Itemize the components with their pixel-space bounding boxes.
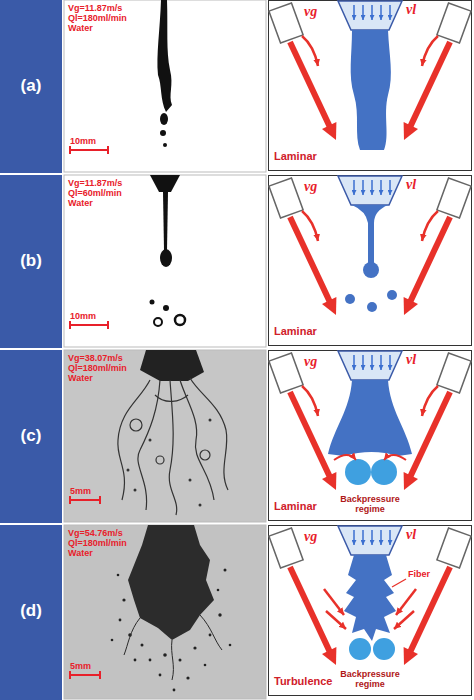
schematic [269,1,472,171]
spray-photo [111,525,232,691]
photo-panel [64,0,266,172]
photo-panel [64,350,266,522]
scale-label: 5mm [70,661,91,672]
condition-label: Vg=38.07m/s [68,353,123,363]
flow-regime: Laminar [272,150,319,163]
condition-label: Vg=54.76m/s [68,528,123,538]
velocity-symbol: vl [406,527,416,542]
photo-panel [64,175,266,347]
row-label: (d) [0,601,62,621]
row-separators [0,174,62,524]
row-label: (b) [0,251,62,271]
condition-label: Water [68,23,93,33]
velocity-symbol: vg [304,529,317,544]
velocity-symbol: vl [406,177,416,192]
velocity-symbol: vl [406,352,416,367]
scale-bar [70,146,108,679]
condition-label: Ql=180ml/min [68,538,127,548]
side-band [0,0,62,700]
velocity-symbol: vg [304,354,317,369]
condition-label: Water [68,373,93,383]
flow-regime: Turbulence [272,675,334,688]
schematic [269,526,472,696]
row-label: (a) [0,76,62,96]
velocity-symbol: vg [304,4,317,19]
schematic [269,351,472,521]
condition-label: Ql=180ml/min [68,363,127,373]
fiber-label: Fiber [408,569,430,580]
flow-regime: Laminar [272,325,319,338]
velocity-symbol: vg [304,179,317,194]
condition-label: Water [68,198,93,208]
condition-label: Vg=11.87m/s [68,3,122,13]
condition-label: Ql=180ml/min [68,13,127,23]
scale-label: 10mm [70,136,96,147]
condition-label: Ql=60ml/min [68,188,122,198]
scale-label: 10mm [70,311,96,322]
condition-label: Water [68,548,93,558]
region-label: Backpressure regime [328,669,412,689]
schematic [269,176,472,346]
scale-label: 5mm [70,486,91,497]
row-label: (c) [0,426,62,446]
film-breakup-photo [118,350,228,515]
condition-label: Vg=11.87m/s [68,178,122,188]
drip-photo [150,175,186,326]
velocity-symbol: vl [406,2,416,17]
region-label: Backpressure regime [328,494,412,514]
jet-photo [157,0,172,147]
photo-panel [64,525,266,699]
flow-regime: Laminar [272,500,319,513]
